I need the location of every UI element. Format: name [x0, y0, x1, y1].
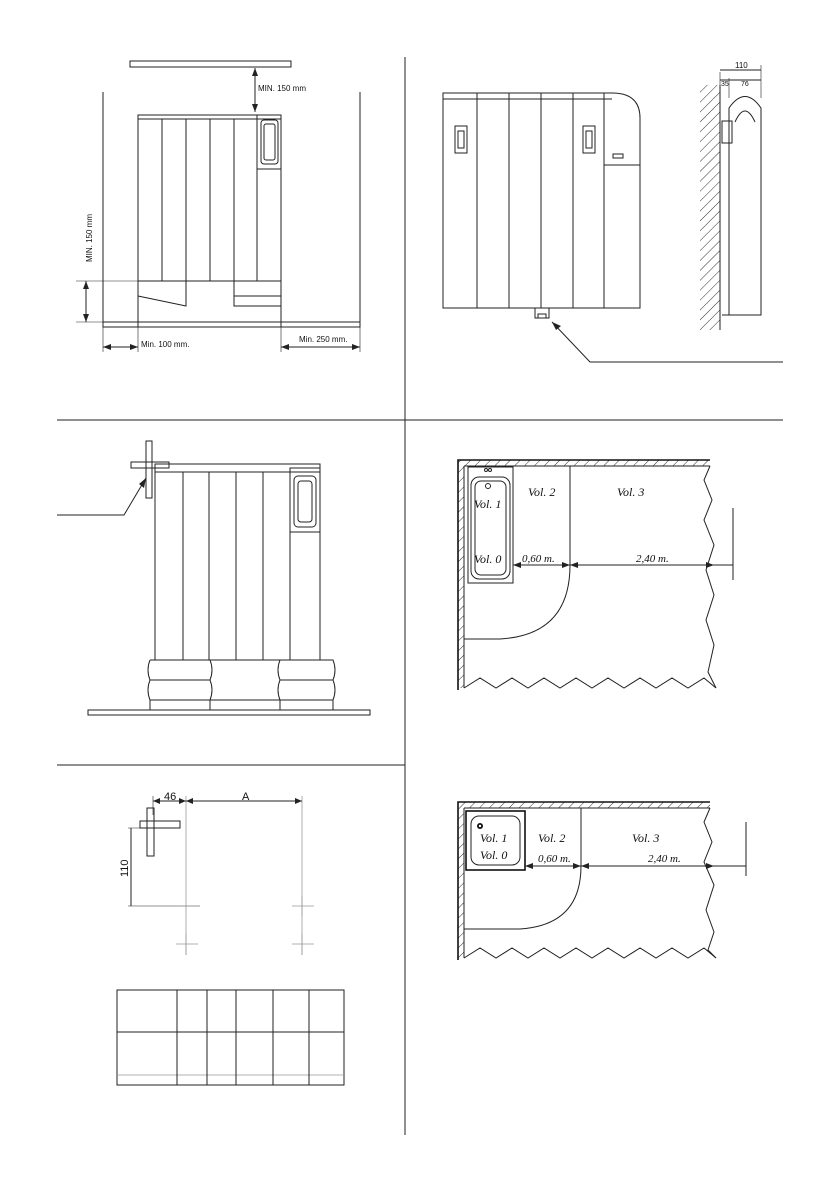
radiator-front — [138, 115, 281, 327]
vol2-label-2: Vol. 2 — [538, 831, 565, 845]
left-clearance-label: Min. 100 mm. — [141, 340, 189, 349]
fixing-dimensions: 110 46 A — [117, 791, 344, 1085]
packaging-cushions — [148, 660, 335, 710]
right-clearance-label: Min. 250 mm. — [299, 335, 347, 344]
dist-240-label: 2,40 m. — [636, 553, 669, 565]
vol0-label: Vol. 0 — [474, 552, 501, 566]
vol1-label-2: Vol. 1 — [480, 831, 507, 845]
dist-060-label: 0,60 m. — [522, 553, 555, 565]
panel-dividers — [57, 57, 783, 1135]
vol0-label-2: Vol. 0 — [480, 848, 507, 862]
radiator-front-and-side: 110 35 76 — [443, 61, 783, 362]
side-walls — [103, 92, 360, 327]
vol2-label: Vol. 2 — [528, 485, 555, 499]
vol1-label: Vol. 1 — [474, 497, 501, 511]
floor-clearance-label: MIN. 150 mm — [85, 214, 94, 262]
depth-b-label: 76 — [741, 81, 749, 88]
vol3-label-2: Vol. 3 — [632, 831, 659, 845]
dim-A-label: A — [242, 791, 250, 803]
floor-board — [88, 710, 370, 715]
dim-46-label: 46 — [164, 791, 176, 803]
clearance-diagram: MIN. 150 mm MIN. 150 mm Min. 100 mm. Min… — [76, 61, 360, 352]
dist-060-label-2: 0,60 m. — [538, 853, 571, 865]
bathroom-volumes-shower: Vol. 1 Vol. 0 Vol. 2 Vol. 3 0,60 m. 2,40… — [458, 802, 746, 960]
dim-110-label: 110 — [119, 859, 131, 877]
wall-hatch — [700, 85, 720, 330]
shelf — [130, 61, 291, 67]
top-clearance-label: MIN. 150 mm — [258, 84, 306, 93]
bathroom-volumes-bathtub: Vol. 1 Vol. 0 Vol. 2 Vol. 3 0,60 m. 2,40… — [458, 460, 733, 690]
dist-240-label-2: 2,40 m. — [648, 853, 681, 865]
vol3-label: Vol. 3 — [617, 485, 644, 499]
wall-bracket-mount — [57, 441, 370, 715]
depth-a-label: 35 — [721, 81, 729, 88]
depth-total-label: 110 — [735, 61, 748, 70]
dimension-table — [117, 990, 344, 1085]
